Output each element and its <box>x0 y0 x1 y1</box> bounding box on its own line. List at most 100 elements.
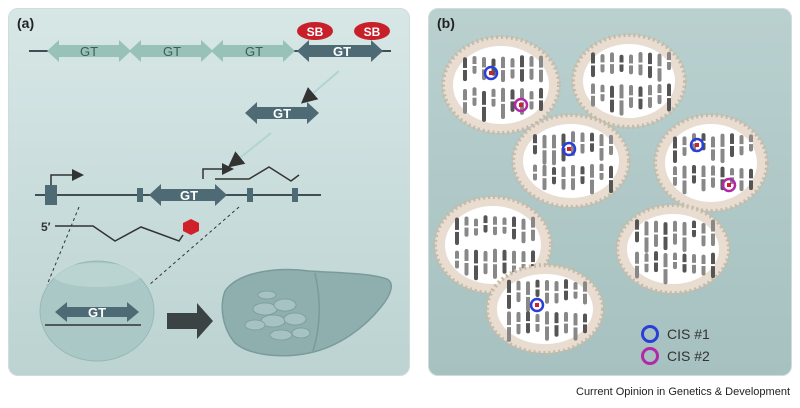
chromosome-band <box>472 95 477 98</box>
panel-b-label: (b) <box>437 15 455 31</box>
chromosome-band <box>638 62 643 65</box>
chromosome-band <box>482 67 486 70</box>
chromosome-band <box>521 229 526 232</box>
chromosome-band <box>739 178 744 181</box>
svg-text:GT: GT <box>80 44 98 59</box>
chromosome-band <box>542 176 547 179</box>
chromosome-band <box>455 258 459 261</box>
legend-label-cis1: CIS #1 <box>667 326 710 342</box>
chromosome-band <box>512 263 516 266</box>
svg-text:GT: GT <box>180 188 198 203</box>
chromosome-band <box>590 141 594 144</box>
chromosome-band <box>682 145 687 148</box>
chromosome-band <box>531 262 535 265</box>
chromosome-band <box>539 67 543 70</box>
cis-marker-dot <box>695 143 699 147</box>
cis-marker-ring <box>721 177 737 193</box>
cis-marker-dot <box>489 71 493 75</box>
chromosome-band <box>474 263 478 266</box>
cis-marker-ring <box>483 65 499 81</box>
chromosome-band <box>510 99 515 102</box>
chromosome-band <box>648 95 652 98</box>
svg-text:SB: SB <box>307 25 324 39</box>
chromosome-band <box>580 174 585 177</box>
panel-b-diagram <box>433 33 769 355</box>
chromosome-band <box>507 325 511 328</box>
insertion-arrow <box>227 132 272 168</box>
chromosome-band <box>600 92 605 95</box>
chromosome-band <box>682 235 687 238</box>
chromosome-band <box>682 178 687 181</box>
chromosome-band <box>564 288 568 291</box>
chromosome-band <box>600 62 605 65</box>
exon <box>45 185 57 205</box>
chromosome-band <box>657 66 662 69</box>
chromosome-band <box>730 175 734 178</box>
chromosome-band <box>463 67 467 70</box>
fusion-transcript <box>215 166 300 182</box>
chromosome-band <box>644 261 649 264</box>
cis-marker-ring <box>529 297 545 313</box>
chromosome-band <box>599 170 604 173</box>
chromosome-band <box>483 261 488 264</box>
svg-text:SB: SB <box>364 25 381 39</box>
chromosome-band <box>692 173 696 176</box>
cis-marker-dot <box>535 303 539 307</box>
chromosome-band <box>472 64 477 67</box>
chromosome-band <box>571 176 575 179</box>
chromosome-band <box>533 171 537 174</box>
chromosome-band <box>545 290 549 293</box>
chromosome-band <box>552 148 556 151</box>
chromosome-band <box>573 289 578 292</box>
gt-element-excised: GT <box>245 102 319 124</box>
cis1-ring-icon <box>641 325 659 343</box>
chromosome-band <box>535 322 540 325</box>
chromosome-band <box>644 235 649 238</box>
gt-element-inserted: GT <box>149 184 227 206</box>
spread-interior <box>453 46 549 124</box>
cis-marker-dot <box>519 103 523 107</box>
legend-label-cis2: CIS #2 <box>667 348 710 364</box>
chromosome-band <box>463 100 467 103</box>
chromosome-band <box>711 264 715 267</box>
chromosome-band <box>711 231 715 234</box>
chromosome-band <box>701 233 706 236</box>
chromosome-band <box>531 227 535 230</box>
panel-a: (a) GT GT GT GT <box>8 8 410 376</box>
chromosome-band <box>663 234 668 237</box>
chromosome-band <box>692 262 696 265</box>
chromosome-band <box>520 100 524 103</box>
gt-element-light: GT <box>211 40 295 62</box>
chromosome-band <box>483 223 488 226</box>
chromosome-band <box>583 291 587 294</box>
cis-marker-ring <box>513 97 529 113</box>
chromosome-band <box>635 229 639 232</box>
chromosome-band <box>635 263 639 266</box>
chromosome-band <box>619 62 624 65</box>
svg-text:GT: GT <box>273 106 291 121</box>
chromosome-band <box>564 321 568 324</box>
chromosome-band <box>720 177 725 180</box>
promoter-arrow <box>50 169 84 185</box>
zoom-line <box>148 206 240 286</box>
gt-element-light: GT <box>47 40 131 62</box>
chromosome-band <box>580 141 585 144</box>
big-arrow <box>167 303 213 339</box>
sb-transposase-badge: SB <box>297 22 333 40</box>
chromosome-band <box>629 95 633 98</box>
five-prime-label: 5′ <box>41 220 51 234</box>
chromosome-band <box>545 324 549 327</box>
chromosome-band <box>609 143 613 146</box>
chromosome-band <box>663 267 668 270</box>
legend-item-cis1: CIS #1 <box>641 325 710 343</box>
chromosome-band <box>512 226 516 229</box>
chromosome-band <box>521 262 526 265</box>
exon <box>137 188 143 202</box>
chromosome-band <box>673 260 677 263</box>
chromosome-band <box>520 67 524 70</box>
chromosome-band <box>610 62 614 65</box>
truncated-transcript <box>55 225 184 242</box>
chromosome-band <box>629 63 633 66</box>
chromosome-band <box>493 224 497 227</box>
chromosome-band <box>554 291 559 294</box>
